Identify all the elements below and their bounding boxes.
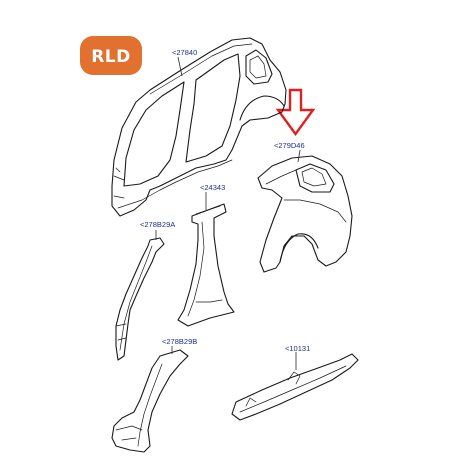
leader-lines — [155, 56, 301, 370]
label-279d46: <279D46 — [274, 141, 305, 150]
rear-quarter-panel-part — [257, 155, 353, 273]
body-side-outer-part — [111, 37, 287, 217]
label-278b29b: <278B29B — [162, 337, 197, 346]
indicator-arrow-icon — [275, 88, 316, 137]
rld-logo: RLD — [80, 36, 142, 75]
label-27840: <27840 — [172, 48, 197, 57]
b-pillar-reinforcement-part — [177, 203, 235, 327]
sill-panel-part — [231, 353, 359, 421]
label-278b29a: <278B29A — [140, 220, 175, 229]
leader-line — [177, 56, 183, 77]
leader-line — [297, 149, 301, 163]
a-pillar-reinforcement-part — [115, 237, 165, 361]
a-pillar-lower-part — [111, 349, 189, 453]
logo-text: RLD — [91, 47, 131, 67]
label-10131: <10131 — [285, 344, 310, 353]
label-24343: <24343 — [200, 183, 225, 192]
